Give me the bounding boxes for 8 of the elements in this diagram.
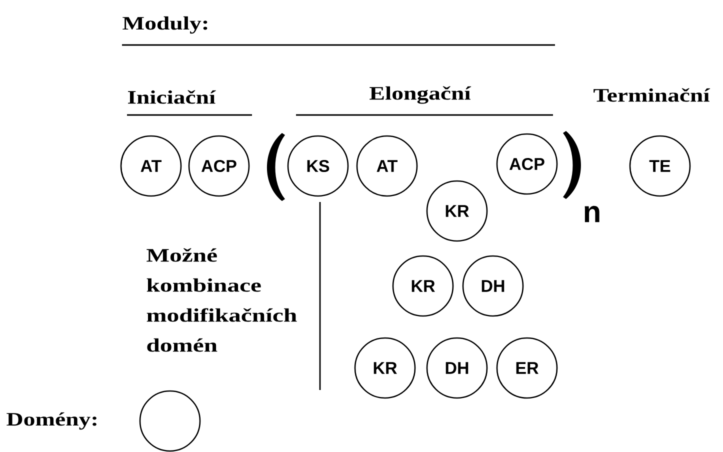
- section-heading: Terminační: [594, 88, 710, 102]
- repeat-index: n: [584, 206, 600, 222]
- section-heading: Moduly:: [122, 16, 208, 34]
- domain-circle: [139, 390, 201, 452]
- section-heading: Elongační: [370, 86, 472, 104]
- label-text: Domény:: [6, 412, 96, 430]
- section-heading: Iniciační: [128, 90, 216, 104]
- note-text: Možné kombinace modifikačních domén: [146, 248, 297, 352]
